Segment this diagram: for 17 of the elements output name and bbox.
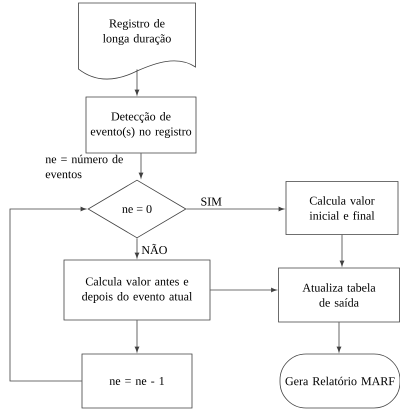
arrow bbox=[134, 320, 140, 352]
edge-label: ne = número de eventos bbox=[46, 154, 123, 178]
process-box: Detecção de evento(s) no registro bbox=[86, 96, 196, 154]
edge-label: NÃO bbox=[140, 242, 168, 256]
process-box: Calcula valor antes e depois do evento atual bbox=[64, 260, 210, 320]
arrow bbox=[336, 322, 342, 352]
arrow bbox=[134, 69, 140, 96]
process-box: Atualiza tabela de saída bbox=[278, 268, 400, 322]
process-box: Calcula valor inicial e final bbox=[286, 181, 398, 235]
arrow bbox=[210, 288, 277, 292]
edge-label: SIM bbox=[200, 196, 223, 207]
arrow bbox=[134, 238, 140, 258]
arrow bbox=[186, 206, 284, 212]
process-box: ne = ne - 1 bbox=[82, 354, 192, 408]
arrow bbox=[340, 234, 344, 266]
arrow bbox=[138, 153, 144, 178]
arrow bbox=[10, 206, 86, 382]
